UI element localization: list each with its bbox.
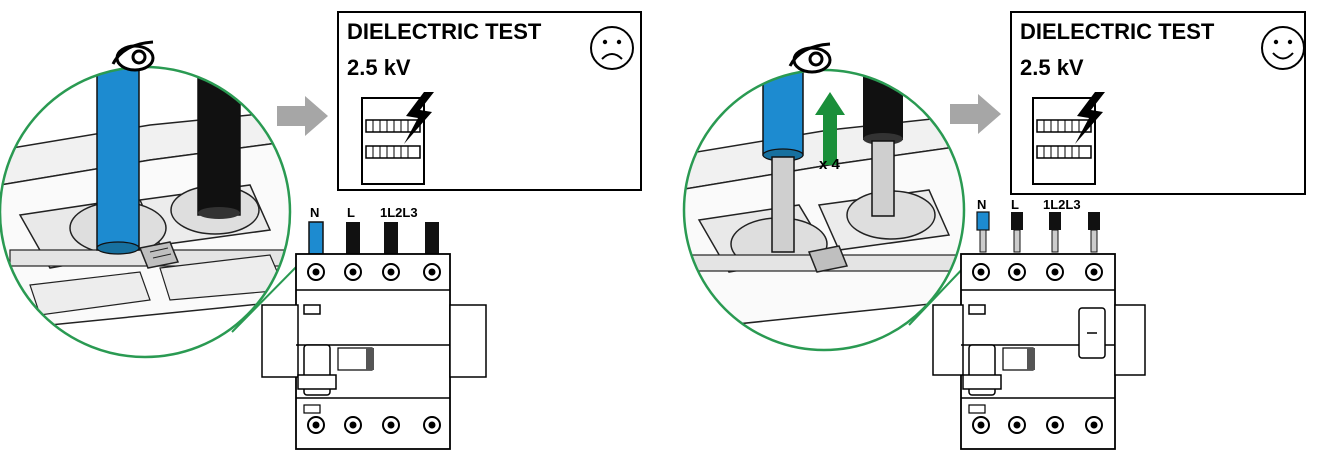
test-voltage: 2.5 kV	[347, 55, 411, 80]
eye-icon	[111, 40, 155, 72]
terminal-n-wire	[976, 211, 990, 231]
zoom-leader-line	[231, 257, 306, 333]
pull-count: x 4	[819, 156, 840, 173]
result-arrow	[950, 94, 1001, 134]
sad-face-icon	[590, 26, 634, 70]
correct-illustration	[682, 11, 1306, 450]
phase-conductor	[871, 140, 895, 217]
pull-up-arrow	[815, 92, 845, 165]
terminal-n-wire	[308, 221, 324, 255]
zoom-lens-view	[0, 67, 290, 357]
terminal-l2-wire	[1049, 212, 1061, 230]
test-title: DIELECTRIC TEST	[347, 19, 542, 44]
test-title: DIELECTRIC TEST	[1020, 19, 1215, 44]
terminal-label-n: N	[310, 205, 320, 220]
phase-wire	[863, 70, 903, 140]
correct-installation-panel: DIELECTRIC TEST 2.5 kV x 4 N L 1L2L3	[659, 0, 1318, 457]
test-button	[968, 304, 986, 315]
rcd-device	[261, 221, 487, 450]
test-button	[303, 304, 321, 315]
result-arrow	[277, 96, 328, 136]
test-voltage: 2.5 kV	[1020, 55, 1084, 80]
neutral-wire	[96, 67, 140, 251]
terminal-label-l1l2l3: 1L2L3	[1043, 197, 1081, 212]
lightning-icon	[1075, 92, 1105, 144]
terminal-label-l: L	[347, 205, 355, 220]
terminal-label-n: N	[977, 197, 987, 212]
terminal-l3-wire	[1088, 212, 1100, 230]
terminal-label-l1l2l3: 1L2L3	[380, 205, 418, 220]
switchboard-icon	[361, 92, 434, 185]
incorrect-installation-panel: DIELECTRIC TEST 2.5 kV N L 1L2L3	[0, 11, 642, 450]
neutral-wire	[762, 70, 804, 156]
terminal-l2-wire	[384, 222, 398, 254]
neutral-conductor	[771, 156, 795, 253]
terminal-l-wire	[1011, 212, 1023, 230]
terminal-label-l: L	[1011, 197, 1019, 212]
incorrect-illustration	[0, 11, 642, 450]
smiley-face-icon	[1261, 26, 1305, 70]
rcd-device	[932, 211, 1146, 450]
terminal-l3-wire	[425, 222, 439, 254]
terminal-l-wire	[346, 222, 360, 254]
eye-icon	[788, 42, 832, 74]
switchboard-icon	[1032, 92, 1105, 185]
lightning-icon	[404, 92, 434, 144]
